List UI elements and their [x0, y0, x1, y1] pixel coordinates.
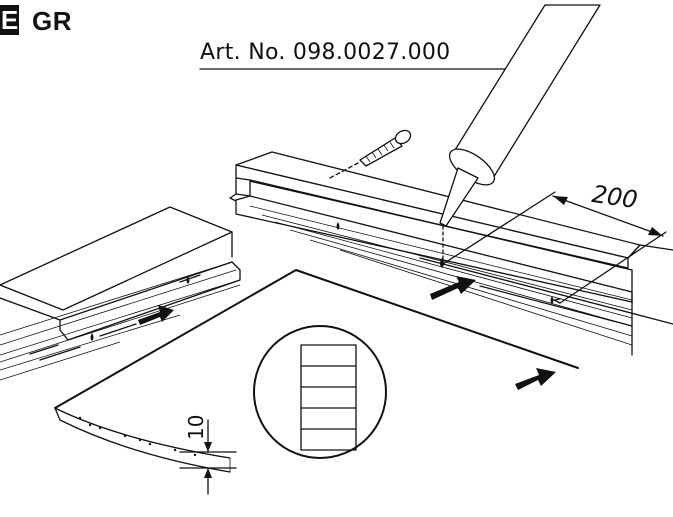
language-tab: E — [0, 5, 19, 35]
caulking-gun-nozzle-icon — [439, 4, 601, 268]
sealant-drop-gun — [440, 258, 444, 268]
sealant-drop-rail-2 — [550, 296, 554, 304]
language-code: GR — [32, 6, 72, 36]
tile-joint-detail-icon — [253, 325, 387, 459]
direction-arrow-icon-1 — [138, 305, 174, 325]
sealant-drop-left — [90, 333, 94, 341]
article-number: Art. No. 098.0027.000 — [200, 40, 451, 65]
left-board — [0, 206, 241, 381]
direction-arrow-icon-3 — [515, 368, 556, 390]
screw-icon — [329, 129, 412, 179]
sealant-drop-rail-1 — [336, 222, 340, 230]
direction-arrow-icon-2 — [430, 276, 476, 300]
sealant-drop-left-2 — [186, 276, 190, 284]
right-rail — [229, 151, 673, 356]
floor-plate — [54, 269, 579, 495]
dimension-200 — [442, 191, 667, 304]
dimension-10-label: 10 — [184, 414, 208, 440]
